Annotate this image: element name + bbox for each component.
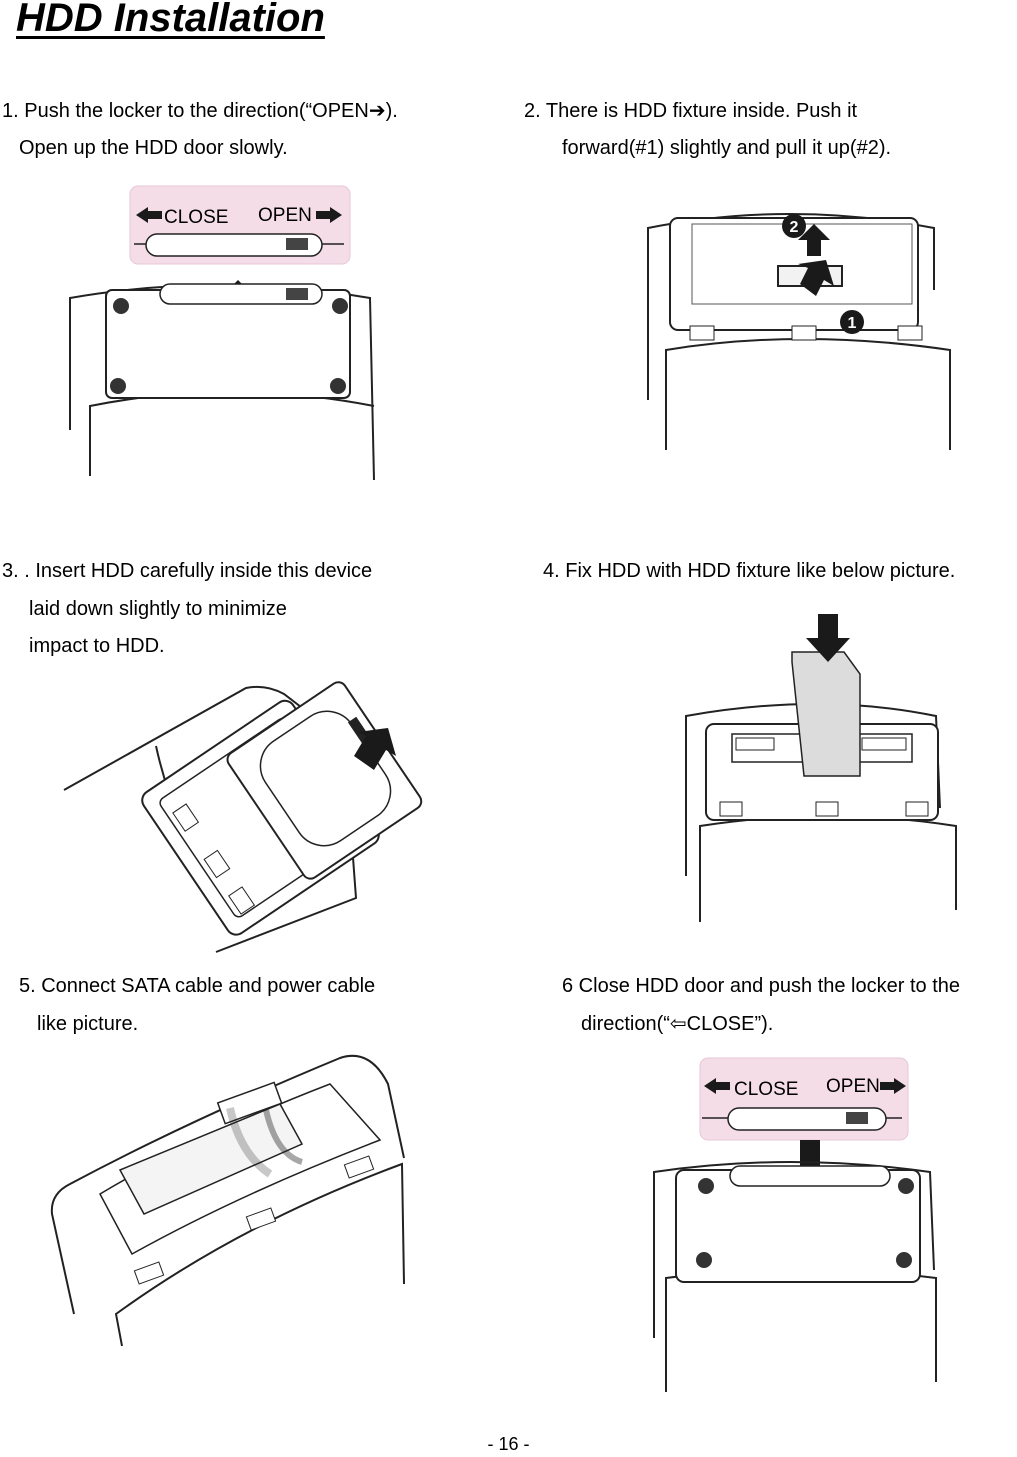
step-2-line-2: forward(#1) slightly and pull it up(#2).: [562, 137, 892, 159]
step-5-line-1: 5. Connect SATA cable and power cable: [19, 975, 376, 997]
step-5-line-2: like picture.: [37, 1013, 139, 1035]
step-3-line-3: impact to HDD.: [29, 635, 165, 657]
figure-fix-hdd: [685, 614, 957, 922]
step-6-line-2: direction(“⇦CLOSE”).: [581, 1013, 774, 1035]
slider-panel: CLOSE OPEN: [699, 1057, 909, 1141]
step-3-line-1: 3. . Insert HDD carefully inside this de…: [2, 560, 373, 582]
step-4-line-1: 4. Fix HDD with HDD fixture like below p…: [543, 560, 956, 582]
right-arrow-icon: [316, 207, 342, 223]
diagonal-arrow-icon: [798, 260, 834, 296]
locker-knob: [846, 1112, 868, 1124]
left-arrow-icon: [136, 207, 162, 223]
step-2-line-1: 2. There is HDD fixture inside. Push it: [524, 100, 858, 122]
diagonal-arrow-icon: [354, 728, 396, 770]
down-arrow-icon: [806, 614, 850, 662]
right-arrow-icon: [880, 1078, 906, 1094]
figure-connect-cables: [50, 1054, 405, 1347]
figure-open-door: CLOSE OPEN: [69, 185, 375, 481]
left-arrow-icon: [704, 1078, 730, 1094]
step-1-line-2: Open up the HDD door slowly.: [19, 137, 288, 159]
step-1-line-1: 1. Push the locker to the direction(“OPE…: [2, 100, 398, 122]
marker-1-label: 1: [848, 315, 857, 332]
step-3-line-2: laid down slightly to minimize: [29, 598, 287, 620]
slider-close-label: CLOSE: [734, 1079, 798, 1100]
slider-open-label: OPEN: [258, 205, 312, 226]
locker-knob: [286, 238, 308, 250]
figure-insert-hdd: [63, 681, 423, 953]
slider-panel: CLOSE OPEN: [129, 185, 351, 265]
up-arrow-icon: [798, 224, 830, 256]
page-title: HDD Installation: [16, 0, 325, 40]
slider-close-label: CLOSE: [164, 207, 228, 228]
slider-open-label: OPEN: [826, 1076, 880, 1097]
marker-2-badge: [782, 214, 806, 238]
step-6-line-1: 6 Close HDD door and push the locker to …: [562, 975, 960, 997]
marker-1-badge: [840, 310, 864, 334]
marker-2-label: 2: [790, 219, 799, 236]
page-number: - 16 -: [487, 1434, 530, 1454]
figure-close-door: CLOSE OPEN: [653, 1057, 937, 1392]
figure-fixture: 2 1: [647, 213, 951, 450]
